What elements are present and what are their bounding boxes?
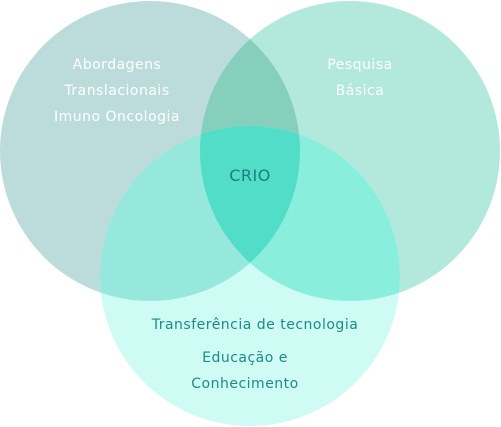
circle-b-label-line-1: Pesquisa [327, 57, 392, 73]
circle-c-label-line-2: Educação e [202, 350, 288, 366]
circle-c-label-line-3: Conhecimento [191, 376, 298, 392]
circle-a-label-line-2: Translacionais [63, 83, 169, 99]
circle-a-label-line-3: Imuno Oncologia [54, 109, 180, 125]
circle-c-label-line-1: Transferência de tecnologia [151, 317, 359, 333]
center-label: CRIO [229, 166, 271, 185]
circle-b-label-line-2: Básica [336, 83, 385, 99]
circle-a-label-line-1: Abordagens [73, 57, 162, 73]
